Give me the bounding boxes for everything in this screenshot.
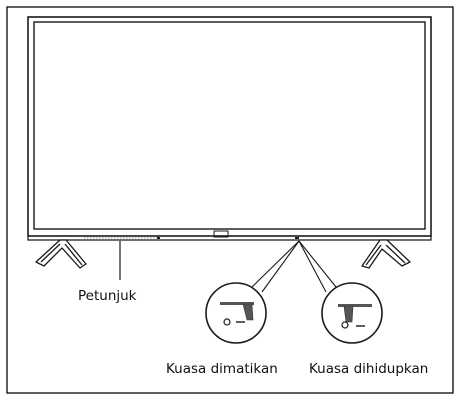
switch-callout-lines: [251, 240, 337, 293]
indicator-label: Petunjuk: [78, 288, 137, 304]
right-stand: [361, 239, 411, 269]
tv-logo-tab: [213, 230, 229, 238]
left-stand: [35, 239, 87, 269]
switch-off-detail: [205, 282, 267, 344]
tv-screen: [33, 21, 426, 230]
power-on-label: Kuasa dihidupkan: [309, 361, 429, 377]
switch-on-detail: [321, 282, 383, 344]
tv-set: [27, 16, 432, 241]
outer-frame: [6, 6, 454, 394]
tv-button-mark-2: [295, 237, 299, 239]
tv-button-mark: [157, 237, 160, 239]
power-off-label: Kuasa dimatikan: [166, 361, 278, 377]
tv-bezel: [27, 16, 432, 237]
tv-bottom-edge: [27, 236, 432, 241]
